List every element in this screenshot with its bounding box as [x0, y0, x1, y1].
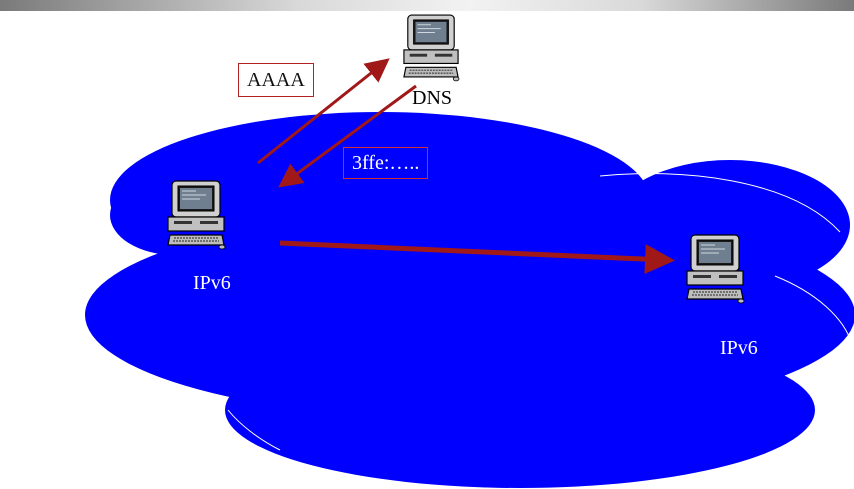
- cloud-seams: [227, 173, 853, 451]
- dns-label: DNS: [412, 87, 453, 109]
- title-bar-strip: [0, 0, 854, 11]
- aaaa-query-arrow: [257, 58, 390, 165]
- left-host-label: IPv6: [193, 272, 231, 294]
- left-host-icon[interactable]: [167, 180, 226, 250]
- dns-server-icon[interactable]: [403, 14, 460, 82]
- aaaa-query-label: AAAA: [238, 63, 314, 97]
- right-host-label: IPv6: [720, 337, 758, 359]
- aaaa-response-arrow: [278, 84, 417, 188]
- aaaa-response-label: 3ffe:…..: [343, 147, 429, 179]
- right-host-icon[interactable]: [686, 234, 745, 304]
- ipv6-traffic-arrow: [279, 240, 675, 275]
